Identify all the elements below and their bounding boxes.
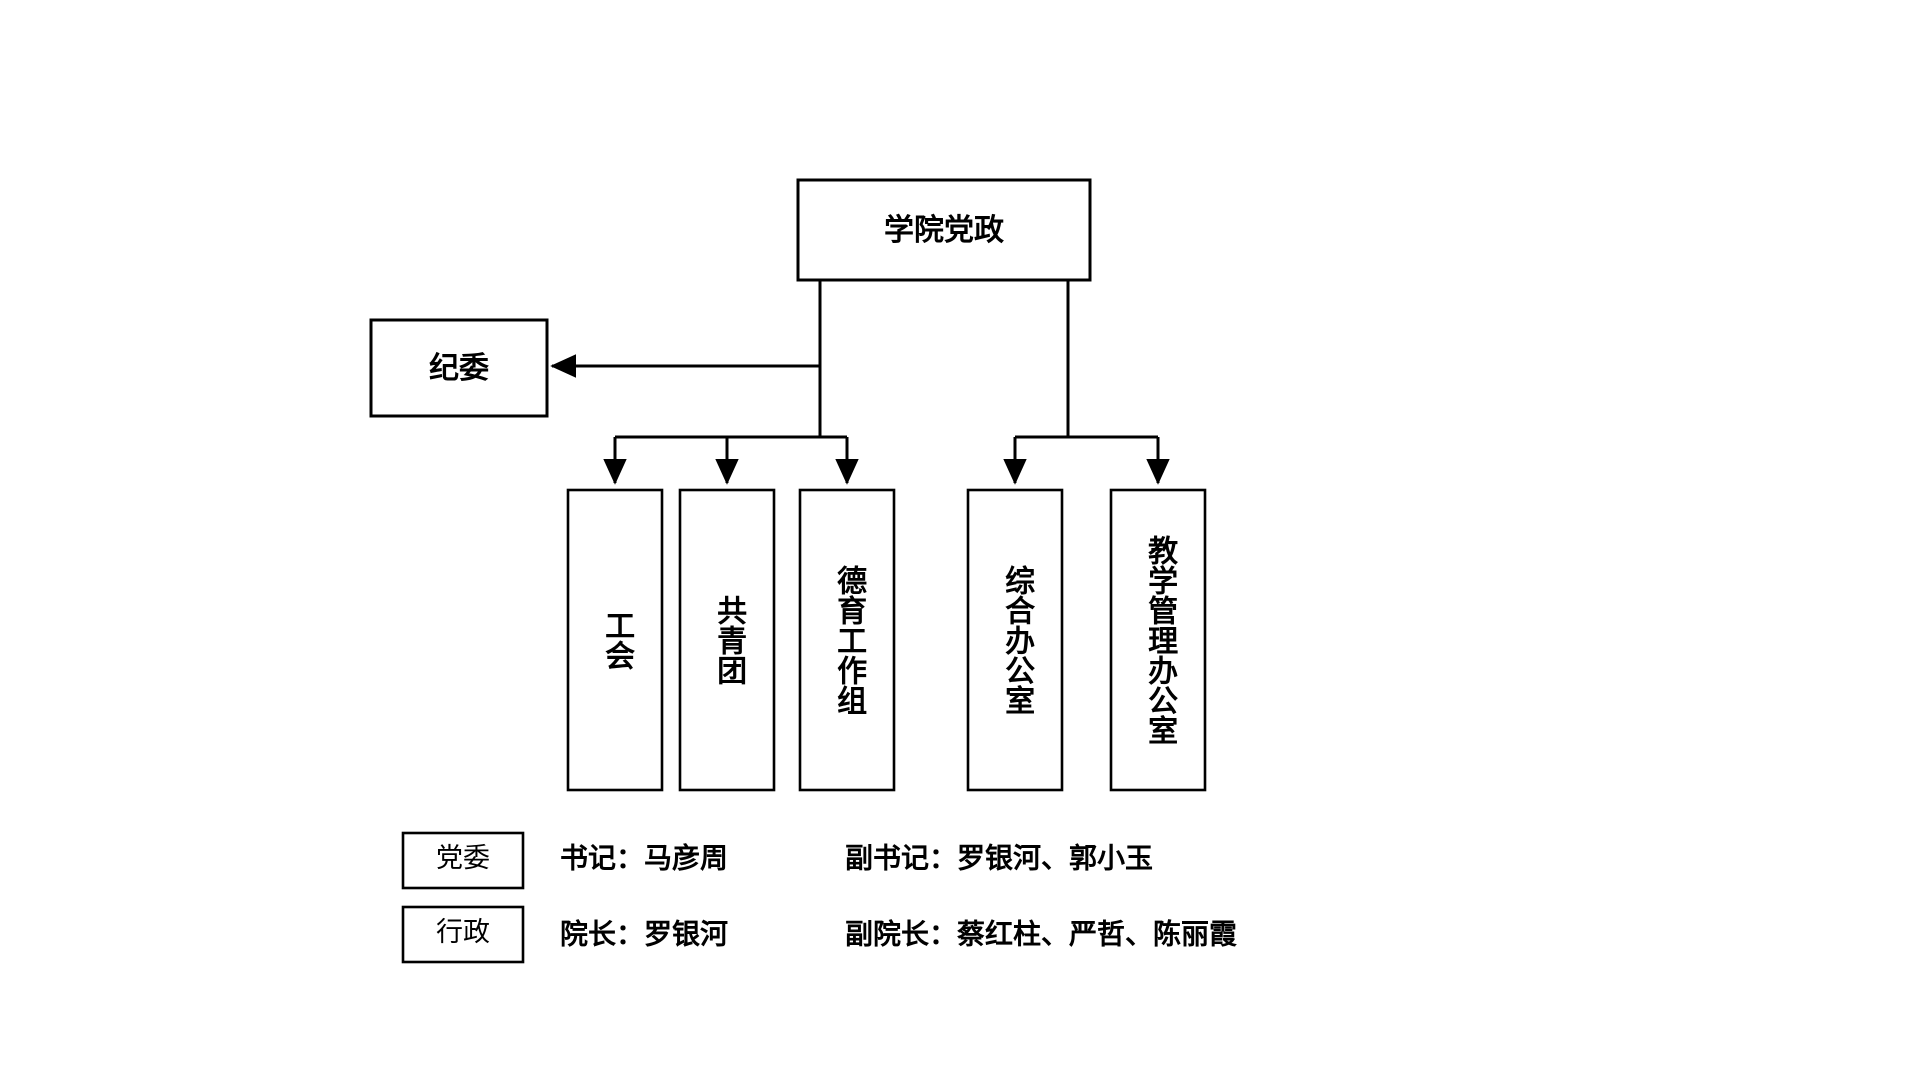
node-root-box <box>796 178 1092 282</box>
node-discipline-commission[interactable]: 纪委 <box>369 318 549 418</box>
node-general-office-label: 综合办公室 <box>1000 565 1035 715</box>
node-root-label: 学院党政 <box>884 213 1004 247</box>
legend-row-party-committee: 党委 书记：马彦周 副书记：罗银河、郭小玉 <box>401 831 1153 890</box>
node-teaching-office[interactable]: 教学管理办公室 <box>1109 488 1207 792</box>
legend-badge-administration-label: 行政 <box>436 917 490 947</box>
legend-dean-text: 院长：罗银河 <box>560 917 728 950</box>
node-discipline-commission-label: 纪委 <box>429 352 489 385</box>
node-union-label: 工会 <box>600 610 635 670</box>
connector-layer <box>550 280 1170 485</box>
legend-badge-administration-box <box>401 905 525 964</box>
legend-badge-party-committee-label: 党委 <box>436 843 490 873</box>
node-discipline-commission-box <box>369 318 549 418</box>
node-union-box <box>566 488 664 792</box>
legend-party-secretary-text: 书记：马彦周 <box>560 841 728 874</box>
node-youth-league-label: 共青团 <box>712 595 747 685</box>
node-youth-league[interactable]: 共青团 <box>678 488 776 792</box>
node-teaching-office-box <box>1109 488 1207 792</box>
legend-row-administration: 行政 院长：罗银河 副院长：蔡红柱、严哲、陈丽霞 <box>401 905 1238 964</box>
node-general-office-box <box>966 488 1064 792</box>
node-moral-education[interactable]: 德育工作组 <box>798 488 896 792</box>
node-root[interactable]: 学院党政 <box>796 178 1092 282</box>
node-general-office[interactable]: 综合办公室 <box>966 488 1064 792</box>
legend-vice-dean-text: 副院长：蔡红柱、严哲、陈丽霞 <box>845 917 1238 950</box>
legend-badge-party-committee-box <box>401 831 525 890</box>
node-teaching-office-label: 教学管理办公室 <box>1143 535 1178 745</box>
node-moral-education-box <box>798 488 896 792</box>
node-youth-league-box <box>678 488 776 792</box>
node-union[interactable]: 工会 <box>566 488 664 792</box>
legend-party-deputy-secretary-text: 副书记：罗银河、郭小玉 <box>845 841 1153 874</box>
node-moral-education-label: 德育工作组 <box>832 565 867 715</box>
